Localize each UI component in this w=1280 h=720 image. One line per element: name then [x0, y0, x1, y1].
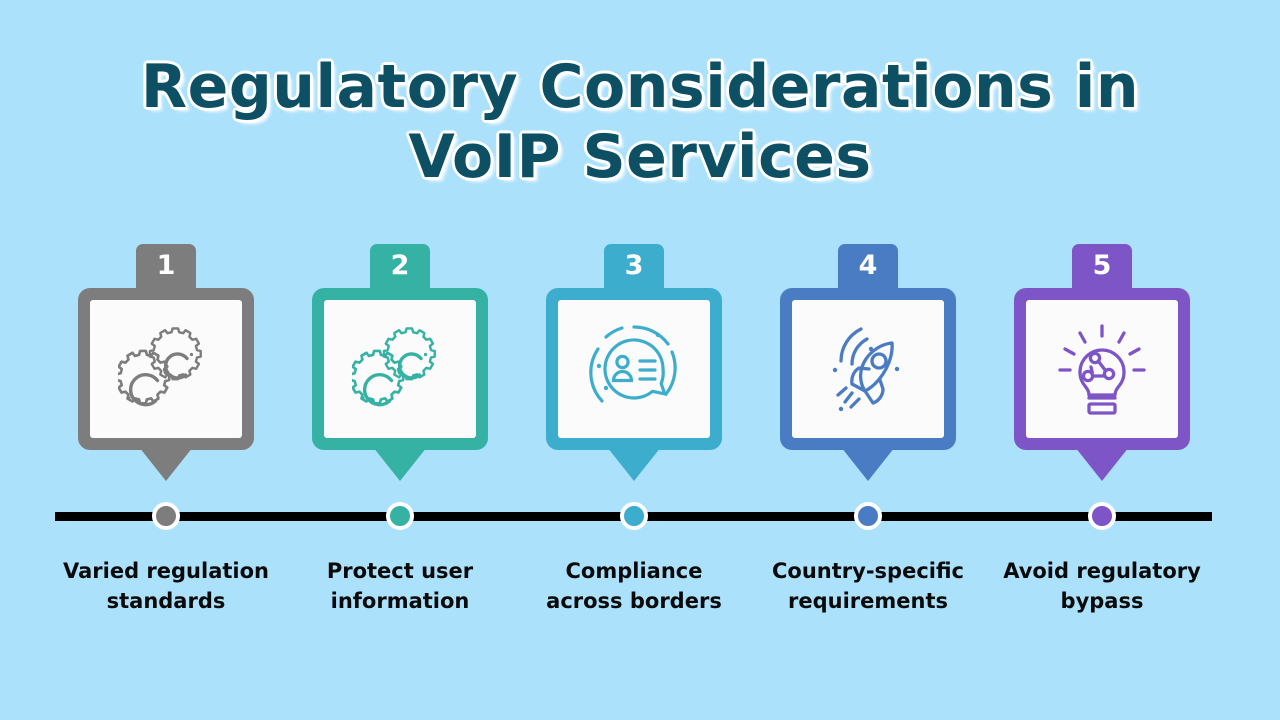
steps-row: 1 — [0, 244, 1280, 494]
step-pointer-5 — [1075, 447, 1129, 481]
step-caption-3: Compliance across borders — [514, 556, 754, 616]
user-profile-chat-icon — [589, 325, 677, 403]
step-number-1: 1 — [156, 250, 176, 281]
step-icon-box-3 — [558, 300, 710, 438]
gears-icon — [352, 327, 436, 407]
step-pointer-2 — [373, 447, 427, 481]
step-frame-1 — [78, 288, 254, 450]
timeline-dot-5[interactable] — [1088, 502, 1116, 530]
step-frame-5 — [1014, 288, 1190, 450]
step-pointer-4 — [841, 447, 895, 481]
step-caption-line2-1: standards — [106, 589, 226, 613]
step-number-4: 4 — [858, 250, 878, 281]
step-caption-5: Avoid regulatory bypass — [982, 556, 1222, 616]
step-caption-line2-4: requirements — [788, 589, 948, 613]
step-pointer-1 — [139, 447, 193, 481]
step-caption-line2-3: across borders — [546, 589, 722, 613]
step-pointer-3 — [607, 447, 661, 481]
timeline-dot-3[interactable] — [620, 502, 648, 530]
step-caption-line1-3: Compliance — [565, 559, 703, 583]
timeline-dot-2[interactable] — [386, 502, 414, 530]
step-caption-line1-4: Country-specific — [772, 559, 964, 583]
page-title: Regulatory Considerations in VoIP Servic… — [140, 52, 1140, 192]
lightbulb-network-icon — [1058, 324, 1146, 415]
step-frame-4 — [780, 288, 956, 450]
step-card-3[interactable]: 3 — [517, 244, 751, 494]
step-caption-line2-2: information — [330, 589, 470, 613]
step-number-5: 5 — [1092, 250, 1112, 281]
gears-icon — [118, 327, 202, 407]
step-icon-box-4 — [792, 300, 944, 438]
step-number-2: 2 — [390, 250, 410, 281]
step-icon-box-5 — [1026, 300, 1178, 438]
step-caption-line1-2: Protect user — [326, 559, 474, 583]
step-number-3: 3 — [624, 250, 644, 281]
step-icon-box-2 — [324, 300, 476, 438]
step-caption-line2-5: bypass — [1060, 589, 1144, 613]
step-card-5[interactable]: 5 — [985, 244, 1219, 494]
step-frame-3 — [546, 288, 722, 450]
step-caption-line1-1: Varied regulation — [63, 559, 269, 583]
step-caption-4: Country-specific requirements — [748, 556, 988, 616]
step-frame-2 — [312, 288, 488, 450]
step-card-1[interactable]: 1 — [49, 244, 283, 494]
timeline-dot-1[interactable] — [152, 502, 180, 530]
step-caption-2: Protect user information — [280, 556, 520, 616]
title-container: Regulatory Considerations in VoIP Servic… — [0, 52, 1280, 192]
step-icon-box-1 — [90, 300, 242, 438]
rocket-icon — [832, 327, 900, 412]
step-card-4[interactable]: 4 — [751, 244, 985, 494]
step-card-2[interactable]: 2 — [283, 244, 517, 494]
step-caption-line1-5: Avoid regulatory — [1003, 559, 1201, 583]
timeline-dot-4[interactable] — [854, 502, 882, 530]
step-caption-1: Varied regulation standards — [46, 556, 286, 616]
